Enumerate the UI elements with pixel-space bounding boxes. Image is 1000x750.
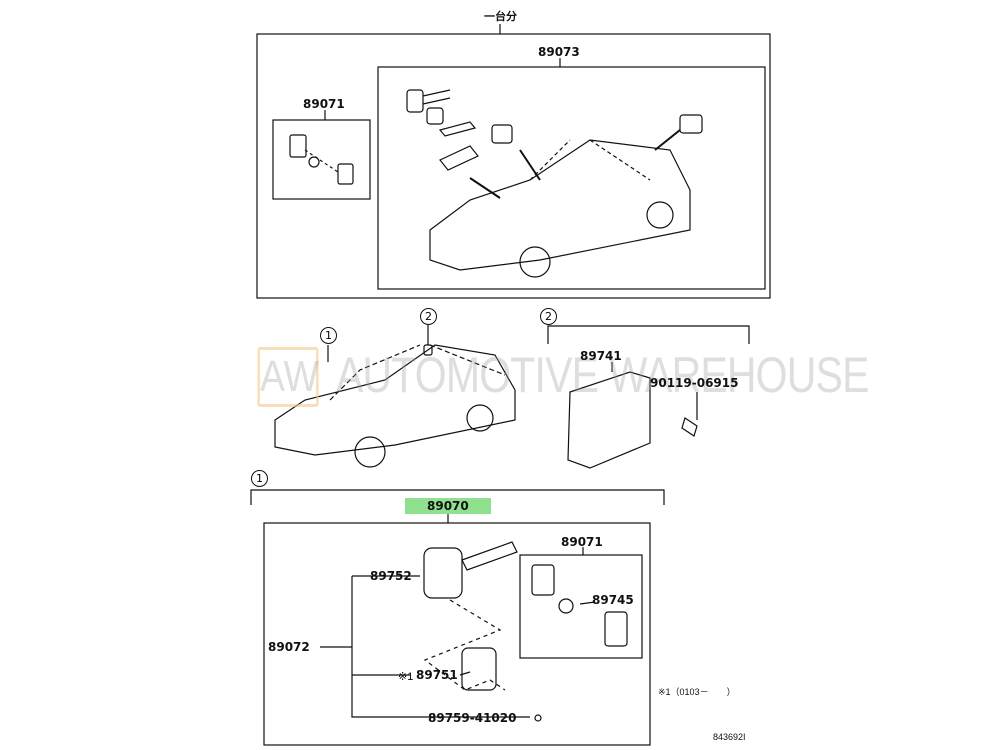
set-label: 一台分 [484, 10, 517, 23]
marker-2: 2 [420, 308, 437, 325]
section-1-marker: 1 [251, 470, 268, 487]
part-89745[interactable]: 89745 [592, 593, 634, 607]
key-blank-note: ※1 [398, 671, 414, 683]
part-89071-top[interactable]: 89071 [303, 97, 345, 111]
part-89759-41020[interactable]: 89759-41020 [428, 711, 517, 725]
part-89752[interactable]: 89752 [370, 569, 412, 583]
watermark-logo: AW [257, 347, 319, 407]
part-89751[interactable]: 89751 [416, 668, 458, 682]
part-89073[interactable]: 89073 [538, 45, 580, 59]
marker-1: 1 [320, 327, 337, 344]
part-89072[interactable]: 89072 [268, 640, 310, 654]
footnote: ※1（0103－ ） [658, 687, 736, 697]
part-89741[interactable]: 89741 [580, 349, 622, 363]
watermark-text: AUTOMOTIVE WAREHOUSE [336, 347, 869, 403]
diagram-id: 843692I [713, 732, 746, 742]
part-89071-bottom[interactable]: 89071 [561, 535, 603, 549]
section-2-marker: 2 [540, 308, 557, 325]
part-89070-highlighted[interactable]: 89070 [405, 498, 491, 514]
part-90119-06915[interactable]: 90119-06915 [650, 376, 739, 390]
